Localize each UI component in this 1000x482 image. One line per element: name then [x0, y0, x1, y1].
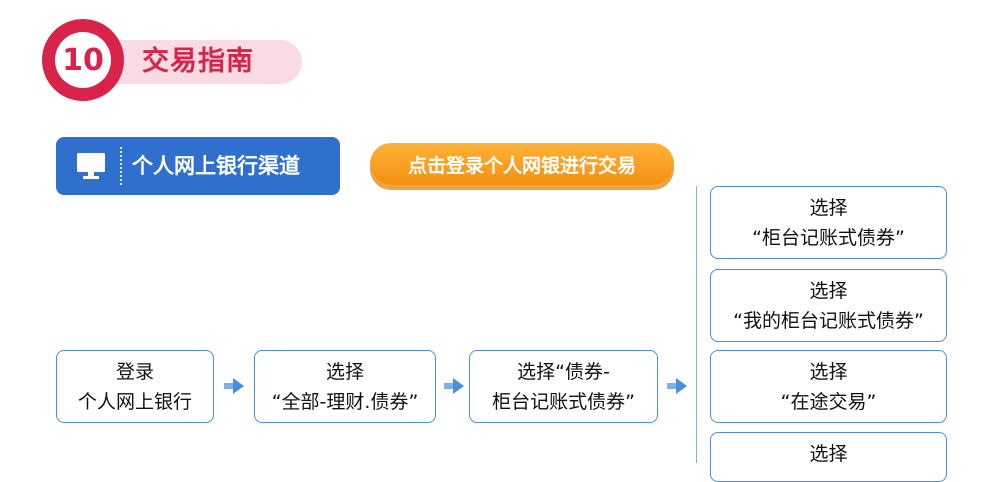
option-line1: 选择: [809, 360, 848, 383]
channel-label: 个人网上银行渠道: [132, 154, 300, 178]
options-connector-line: [696, 186, 697, 463]
option-line1: 选择: [809, 279, 848, 302]
channel-divider: [120, 147, 122, 185]
section-title: 交易指南: [142, 46, 254, 77]
option-line2: “我的柜台记账式债券”: [733, 309, 924, 332]
flow-step-line1: 登录: [115, 360, 154, 383]
login-action-button[interactable]: 点击登录个人网银进行交易: [370, 143, 674, 185]
section-number: 10: [55, 32, 111, 88]
option-partial[interactable]: 选择: [710, 432, 947, 482]
option-my-counter-bond[interactable]: 选择 “我的柜台记账式债券”: [710, 269, 947, 342]
flow-step-select-all[interactable]: 选择 “全部-理财.债券”: [254, 350, 436, 423]
arrow-right-icon: [444, 378, 464, 394]
monitor-icon: [77, 153, 105, 179]
flow-step-line2: “全部-理财.债券”: [271, 390, 419, 413]
option-line1: 选择: [809, 196, 848, 219]
option-line2: “在途交易”: [780, 390, 877, 413]
flow-step-login[interactable]: 登录 个人网上银行: [56, 350, 214, 423]
arrow-right-icon: [667, 378, 687, 394]
option-line2: “柜台记账式债券”: [752, 226, 905, 249]
flow-step-select-bond[interactable]: 选择“债券- 柜台记账式债券”: [469, 350, 658, 423]
flow-step-line2: 柜台记账式债券”: [492, 390, 635, 413]
flow-step-line1: 选择“债券-: [517, 360, 610, 383]
flow-step-line2: 个人网上银行: [77, 390, 192, 413]
option-line1: 选择: [809, 443, 848, 465]
flow-step-line1: 选择: [325, 360, 364, 383]
arrow-right-icon: [224, 378, 244, 394]
option-counter-bond[interactable]: 选择 “柜台记账式债券”: [710, 186, 947, 259]
option-in-transit-trade[interactable]: 选择 “在途交易”: [710, 350, 947, 423]
